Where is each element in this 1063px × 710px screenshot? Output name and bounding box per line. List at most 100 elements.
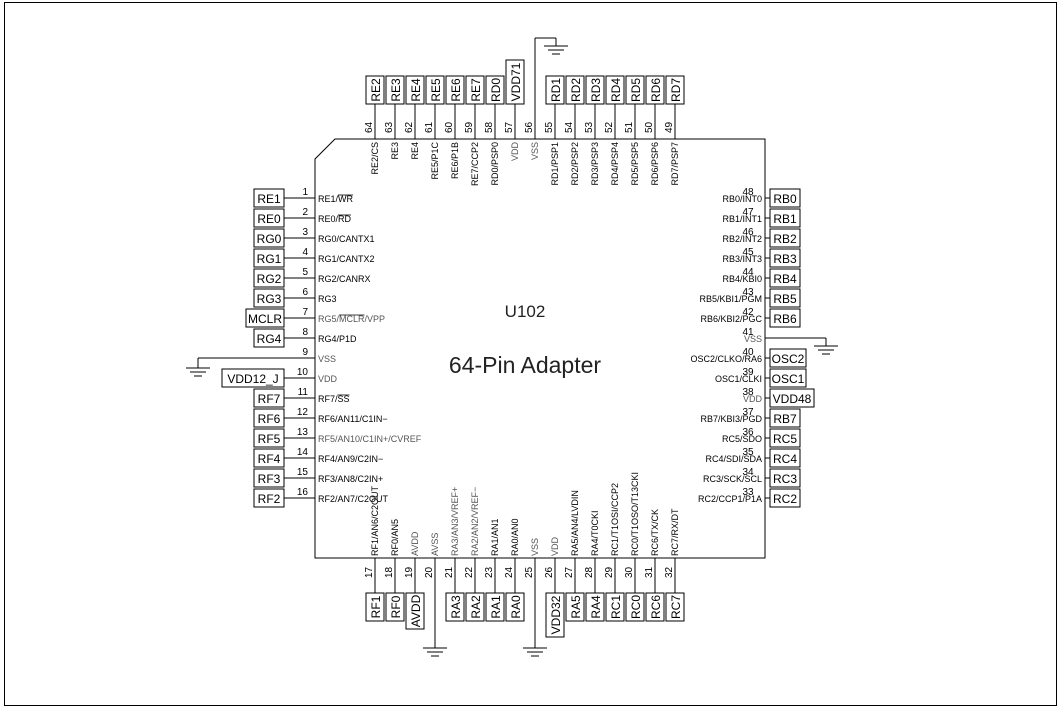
pin-20-ground-symbol <box>423 647 447 657</box>
pin-28-label: RA4/T0CKI <box>590 510 600 556</box>
pin-9-label: VSS <box>318 354 336 364</box>
pin-7-label: RG5/MCLR/VPP <box>318 314 385 324</box>
pin-27-label: RA5/AN4/LVDIN <box>570 490 580 556</box>
net-box-rd5 <box>625 75 645 105</box>
net-label-rc4: RC4 <box>773 452 797 466</box>
pin-34-number: 34 <box>742 467 754 478</box>
pin-33-number: 33 <box>742 487 754 498</box>
net-box-rc4 <box>769 448 801 468</box>
pin-20-label: AVSS <box>430 533 440 556</box>
pin-32-number: 32 <box>664 566 675 578</box>
net-box-rf6 <box>253 408 285 428</box>
pin-32-label: RC7/RX/DT <box>670 508 680 556</box>
net-box-rd0 <box>485 75 505 105</box>
net-label-ra2: RA2 <box>469 595 483 619</box>
pin-48-label: RB0/INT0 <box>722 194 762 204</box>
net-box-vdd32 <box>545 592 565 638</box>
pin-40-number: 40 <box>742 347 754 358</box>
net-box-rd3 <box>585 75 605 105</box>
net-box-rd7 <box>665 75 685 105</box>
net-box-rd1 <box>545 75 565 105</box>
pin-44-label: RB4/KBI0 <box>722 274 762 284</box>
net-label-re7: RE7 <box>469 78 483 102</box>
net-box-re7 <box>465 75 485 105</box>
net-box-re5 <box>425 75 445 105</box>
pin-6-label: RG3 <box>318 294 337 304</box>
pin-12-label: RF6/AN11/C1IN− <box>318 414 388 424</box>
net-label-rd2: RD2 <box>569 78 583 102</box>
net-label-rb2: RB2 <box>773 232 797 246</box>
pin-36-number: 36 <box>742 427 754 438</box>
net-label-rb5: RB5 <box>773 292 797 306</box>
net-label-rg2: RG2 <box>257 272 282 286</box>
pin-64-number: 64 <box>364 121 375 133</box>
pin-55-number: 55 <box>544 121 555 133</box>
pin-11-label: RF7/SS <box>318 394 350 404</box>
pin-15-number: 15 <box>297 467 309 478</box>
net-box-rg3 <box>253 288 285 308</box>
net-box-ra1 <box>485 592 505 622</box>
net-box-rc6 <box>645 592 665 622</box>
pin-5-number: 5 <box>302 267 308 278</box>
pin-25-number: 25 <box>524 566 535 578</box>
net-box-rb4 <box>769 268 801 288</box>
net-label-rf0: RF0 <box>389 595 403 618</box>
pin-33-label: RC2/CCP1/P1A <box>698 494 762 504</box>
component-name: 64-Pin Adapter <box>448 352 602 378</box>
component-ref: U102 <box>504 302 546 321</box>
net-label-vdd32: VDD32 <box>549 595 563 634</box>
net-label-rd6: RD6 <box>649 78 663 102</box>
net-label-rg1: RG1 <box>257 252 282 266</box>
pin-37-label: RB7/KBI3/PGD <box>700 414 762 424</box>
net-label-rc3: RC3 <box>773 472 797 486</box>
pin-1-number: 1 <box>302 187 308 198</box>
pin-22-number: 22 <box>464 566 475 578</box>
net-label-vdd48: VDD48 <box>773 392 812 406</box>
net-box-re3 <box>385 75 405 105</box>
pin-6-number: 6 <box>302 287 308 298</box>
pin-29-number: 29 <box>604 566 615 578</box>
net-label-rc1: RC1 <box>609 595 623 619</box>
net-label-rg0: RG0 <box>257 232 282 246</box>
net-label-re2: RE2 <box>369 78 383 102</box>
net-label-rc6: RC6 <box>649 595 663 619</box>
net-label-rf3: RF3 <box>258 472 281 486</box>
pin-54-label: RD2/PSP2 <box>570 142 580 186</box>
net-label-re1: RE1 <box>257 192 281 206</box>
net-label-osc2: OSC2 <box>772 352 805 366</box>
net-box-rb7 <box>769 408 801 428</box>
net-label-rd4: RD4 <box>609 78 623 102</box>
pin-56-number: 56 <box>524 121 535 133</box>
pin-55-label: RD1/PSP1 <box>550 142 560 186</box>
pin-62-label: RE4 <box>410 142 420 160</box>
pin-25-label: VSS <box>530 538 540 556</box>
pin-38-number: 38 <box>742 387 754 398</box>
pin-37-number: 37 <box>742 407 754 418</box>
pin-18-number: 18 <box>384 566 395 578</box>
pin-40-label: OSC2/CLKO/RA6 <box>690 354 762 364</box>
net-box-rf4 <box>253 448 285 468</box>
pin-54-number: 54 <box>564 121 575 133</box>
net-label-rf2: RF2 <box>258 492 281 506</box>
net-box-ra4 <box>585 592 605 622</box>
net-label-rb3: RB3 <box>773 252 797 266</box>
pin-22-label: RA2/AN2/VREF− <box>470 487 480 556</box>
net-label-vdd71: VDD71 <box>509 62 523 101</box>
pin-24-label: RA0/AN0 <box>510 518 520 556</box>
pin-31-number: 31 <box>644 566 655 578</box>
pin-8-label: RG4/P1D <box>318 334 357 344</box>
pin-42-number: 42 <box>742 307 754 318</box>
pin-35-label: RC4/SDI/SDA <box>705 454 762 464</box>
pin-57-label: VDD <box>510 142 520 162</box>
pin-3-number: 3 <box>302 227 308 238</box>
pin-5-label: RG2/CANRX <box>318 274 371 284</box>
pin-9-ground-symbol <box>186 367 210 377</box>
pin-59-label: RE7/CCP2 <box>470 142 480 186</box>
net-label-rf5: RF5 <box>258 432 281 446</box>
pin-2-number: 2 <box>302 207 308 218</box>
net-box-rf7 <box>253 388 285 408</box>
pin-23-label: RA1/AN1 <box>490 518 500 556</box>
net-box-ra2 <box>465 592 485 622</box>
pin-26-label: VDD <box>550 536 560 556</box>
pin-10-number: 10 <box>297 367 309 378</box>
